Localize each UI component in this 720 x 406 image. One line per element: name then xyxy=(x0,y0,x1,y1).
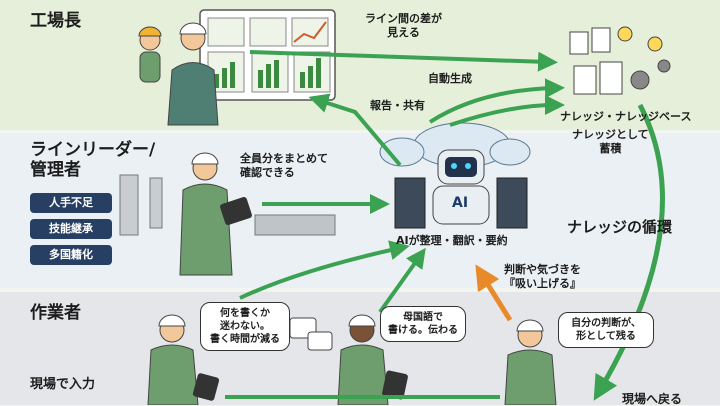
worker-figure-2 xyxy=(337,314,408,405)
section-title-factory-manager: 工場長 xyxy=(30,11,81,31)
auto-gen-label: 自動生成 xyxy=(428,72,472,85)
worker-bubble-2: 母国語で 書ける。伝わる xyxy=(380,306,466,342)
knowledge-base-icon xyxy=(569,26,671,95)
accumulate-label: ナレッジとして 蓄積 xyxy=(572,128,649,155)
worker-figure-3 xyxy=(504,319,557,405)
knowledge-cycle-label: ナレッジの循環 xyxy=(567,218,673,236)
field-input-label: 現場で入力 xyxy=(30,377,96,392)
line-leader-figure xyxy=(179,152,252,276)
report-arrow xyxy=(308,93,402,167)
worker1-up-arrow xyxy=(239,240,410,300)
report-label: 報告・共有 xyxy=(370,99,425,112)
summary-label: 全員分をまとめて 確認できる xyxy=(240,152,328,179)
auto-gen-arrow xyxy=(428,78,565,124)
ai-process-label: AIが整理・翻訳・要約 xyxy=(396,234,508,247)
section-title-worker: 作業者 xyxy=(30,303,81,323)
absorb-arrow xyxy=(475,264,513,322)
translation-chat-icon xyxy=(289,317,333,351)
issue-tag-labor-shortage: 人手不足 xyxy=(30,193,112,213)
issue-tag-multinational: 多国籍化 xyxy=(30,245,112,265)
ai-robot-icon xyxy=(379,122,531,229)
ai-badge: AI xyxy=(452,195,469,211)
line-diff-label: ライン間の差が 見える xyxy=(365,12,442,39)
section-title-line-leader: ラインリーダー/ 管理者 xyxy=(30,140,156,180)
worker-bubble-1: 何を書くか 迷わない。 書く時間が減る xyxy=(200,302,290,351)
line-diff-arrow xyxy=(249,50,558,72)
factory-manager-figure xyxy=(138,22,219,126)
factory-machine-icon xyxy=(119,174,336,236)
absorb-label: 判断や気づきを 『吸い上げる』 xyxy=(504,263,581,290)
knowledge-base-label: ナレッジ・ナレッジベース xyxy=(560,110,692,123)
issue-tag-skill-transfer: 技能継承 xyxy=(30,219,112,239)
auto-gen-arrow-2 xyxy=(449,95,565,127)
worker-bubble-3: 自分の判断が、 形として残る xyxy=(558,312,654,348)
worker-figure-1 xyxy=(147,314,220,405)
worker2-up-arrow xyxy=(378,247,426,314)
field-return-label: 現場へ戻る xyxy=(622,392,683,406)
